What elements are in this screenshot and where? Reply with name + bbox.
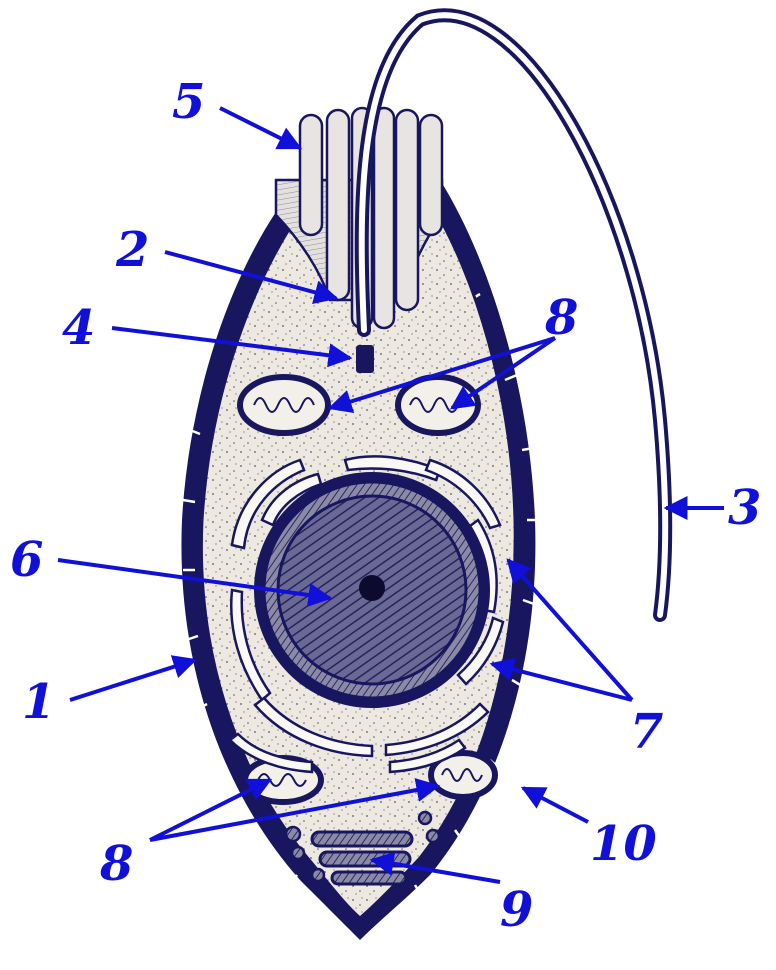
arrow-10 xyxy=(523,788,588,822)
label-basal-body: 4 xyxy=(62,300,95,356)
nucleolus xyxy=(359,575,385,601)
label-mitochondria-upper: 8 xyxy=(544,290,578,346)
arrow-5 xyxy=(220,108,300,148)
label-flagellum: 3 xyxy=(728,480,761,536)
label-golgi: 9 xyxy=(500,882,533,938)
label-outer-wall: 10 xyxy=(590,816,657,872)
label-microvilli: 5 xyxy=(172,74,205,130)
label-collar-base: 2 xyxy=(115,222,149,278)
mitochondrion-upper-left xyxy=(240,377,328,433)
nucleus xyxy=(254,472,490,708)
mitochondrion-upper-right xyxy=(398,377,478,433)
arrow-1 xyxy=(70,660,195,700)
label-er: 7 xyxy=(630,704,663,760)
label-nucleus: 6 xyxy=(10,532,43,588)
label-mitochondria-lower: 8 xyxy=(99,836,133,892)
label-membrane: 1 xyxy=(22,674,55,730)
basal-body xyxy=(356,345,374,373)
